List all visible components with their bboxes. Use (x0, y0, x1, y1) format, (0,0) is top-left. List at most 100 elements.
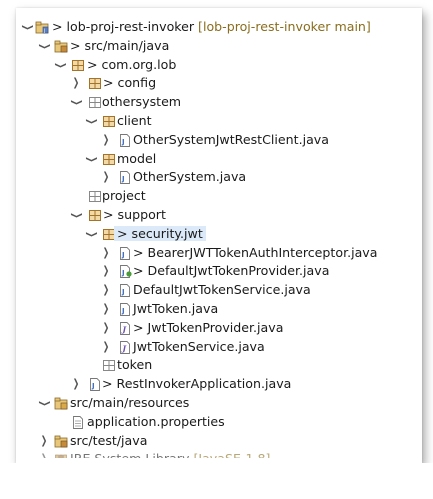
expand-arrow-icon[interactable]: ❯ (40, 433, 48, 447)
collapse-arrow-icon[interactable]: ❯ (85, 118, 99, 125)
tree-item-label: > BearerJWTTokenAuthInterceptor.java (133, 244, 377, 263)
tree-item-security-jwt[interactable]: ❯ > security.jwt (16, 225, 422, 244)
package-empty-icon (88, 190, 102, 203)
project-tree: ❯ J > lob-proj-rest-invoker [lob-proj-re… (16, 18, 422, 459)
tree-item-client[interactable]: ❯ client (16, 112, 422, 131)
tree-item-text: JRE System Library (70, 451, 189, 458)
tree-item-text: model (117, 150, 157, 166)
expand-arrow-icon[interactable]: ❯ (102, 132, 110, 146)
collapse-arrow-icon[interactable]: ❯ (70, 212, 84, 219)
java-file-icon: J (88, 378, 102, 392)
page-background (0, 463, 433, 499)
java-file-modified-icon: J (118, 265, 132, 279)
collapse-arrow-icon[interactable]: ❯ (70, 99, 84, 106)
svg-text:J: J (121, 325, 127, 334)
expand-arrow-icon[interactable]: ❯ (102, 320, 110, 334)
tree-item-text: project (102, 188, 146, 204)
java-file-icon: J (118, 284, 132, 298)
tree-item-label: othersystem (102, 93, 181, 112)
tree-item-label: > com.org.lob (87, 56, 176, 75)
expand-arrow-icon[interactable]: ❯ (102, 245, 110, 259)
collapse-arrow-icon[interactable]: ❯ (85, 230, 99, 238)
tree-item-text: > security.jwt (114, 225, 206, 241)
tree-item-model[interactable]: ❯ model (16, 150, 422, 169)
package-icon (88, 209, 102, 222)
expand-arrow-icon[interactable]: ❯ (102, 283, 110, 297)
tree-item-text: application.properties (87, 413, 225, 429)
tree-item-text: DefaultJwtTokenService.java (133, 282, 311, 298)
svg-text:J: J (121, 307, 125, 315)
tree-item-text: token (117, 357, 153, 373)
expand-arrow-icon[interactable]: ❯ (40, 450, 48, 458)
tree-item-label: > DefaultJwtTokenProvider.java (133, 262, 329, 281)
tree-item-decoration: [JavaSE-1.8] (189, 451, 270, 458)
tree-item-defaultjwttokenprovider-java[interactable]: ❯ J > DefaultJwtTokenProvider.java (16, 262, 422, 281)
tree-item-text: src/main/resources (70, 394, 190, 410)
tree-item-src-main-java[interactable]: ❯ > src/main/java (16, 37, 422, 56)
tree-item-jre-system-library[interactable]: ❯ JRE System Library [JavaSE-1.8] (16, 450, 422, 459)
tree-item-label: DefaultJwtTokenService.java (133, 281, 311, 300)
tree-item-label: project (102, 187, 146, 206)
tree-item-restinvokerapplication-java[interactable]: ❯ J > RestInvokerApplication.java (16, 375, 422, 394)
tree-item-label: > security.jwt (114, 225, 206, 244)
tree-item-project[interactable]: project (16, 187, 422, 206)
tree-item-src-test-java[interactable]: ❯ src/test/java (16, 432, 422, 451)
tree-item-token[interactable]: token (16, 356, 422, 375)
svg-text:J: J (121, 288, 125, 296)
expand-arrow-icon[interactable]: ❯ (102, 264, 110, 278)
tree-item-label: OtherSystem.java (133, 168, 246, 187)
collapse-arrow-icon[interactable]: ❯ (54, 61, 68, 69)
tree-item-jwttoken-java[interactable]: ❯ J JwtToken.java (16, 300, 422, 319)
collapse-arrow-icon[interactable]: ❯ (38, 400, 52, 407)
expand-arrow-icon[interactable]: ❯ (72, 377, 80, 391)
tree-item-jwttokenprovider-java[interactable]: ❯ J > JwtTokenProvider.java (16, 319, 422, 338)
tree-item-label: > support (103, 206, 166, 225)
tree-item-label: > config (103, 74, 156, 93)
properties-file-icon (71, 415, 85, 429)
tree-item-othersystem[interactable]: ❯ othersystem (16, 93, 422, 112)
java-file-icon: J (118, 303, 132, 316)
tree-item-label: src/main/resources (70, 394, 189, 413)
tree-item-othersystemjwtrestclient-java[interactable]: ❯ J OtherSystemJwtRestClient.java (16, 131, 422, 150)
tree-item-defaultjwttokenservice-java[interactable]: ❯ J DefaultJwtTokenService.java (16, 281, 422, 300)
tree-item-label: JRE System Library [JavaSE-1.8] (70, 450, 270, 458)
tree-item-text: > com.org.lob (87, 56, 177, 72)
tree-item-label: application.properties (87, 413, 225, 432)
svg-text:J: J (121, 138, 125, 146)
expand-arrow-icon[interactable]: ❯ (102, 170, 110, 184)
tree-item-com-org-lob[interactable]: ❯ > com.org.lob (16, 56, 422, 75)
tree-item-lob-proj-rest-invoker[interactable]: ❯ J > lob-proj-rest-invoker [lob-proj-re… (16, 18, 422, 37)
tree-item-label: OtherSystemJwtRestClient.java (133, 131, 329, 150)
tree-item-othersystem-java[interactable]: ❯ J OtherSystem.java (16, 168, 422, 187)
tree-item-label: > JwtTokenProvider.java (133, 319, 283, 338)
package-explorer: ❯ J > lob-proj-rest-invoker [lob-proj-re… (16, 8, 422, 463)
tree-item-text: > config (103, 75, 157, 91)
expand-arrow-icon[interactable]: ❯ (102, 339, 110, 353)
collapse-arrow-icon[interactable]: ❯ (21, 24, 35, 31)
collapse-arrow-icon[interactable]: ❯ (38, 42, 52, 50)
tree-item-support[interactable]: ❯ > support (16, 206, 422, 225)
package-icon (88, 77, 102, 90)
tree-item-bearerjwttokenauthinterceptor-java[interactable]: ❯ J > BearerJWTTokenAuthInterceptor.java (16, 244, 422, 263)
collapse-arrow-icon[interactable]: ❯ (85, 155, 99, 163)
tree-item-label: JwtTokenService.java (133, 338, 265, 357)
tree-item-config[interactable]: ❯ > config (16, 74, 422, 93)
svg-text:J: J (121, 251, 125, 259)
java-interface-icon: J (118, 340, 132, 354)
package-empty-icon (102, 359, 116, 372)
tree-item-application-properties[interactable]: application.properties (16, 413, 422, 432)
tree-item-label: JwtToken.java (133, 300, 218, 319)
tree-item-text: src/test/java (70, 432, 148, 448)
tree-item-text: > src/main/java (70, 37, 170, 53)
source-folder-icon (54, 435, 68, 448)
tree-item-text: JwtToken.java (133, 300, 219, 316)
tree-item-label: model (117, 150, 156, 169)
tree-item-jwttokenservice-java[interactable]: ❯ J JwtTokenService.java (16, 338, 422, 357)
tree-item-src-main-resources[interactable]: ❯ src/main/resources (16, 394, 422, 413)
tree-item-text: > lob-proj-rest-invoker (52, 19, 195, 34)
tree-item-text: OtherSystem.java (133, 169, 247, 185)
expand-arrow-icon[interactable]: ❯ (102, 301, 110, 315)
tree-item-text: > RestInvokerApplication.java (102, 376, 292, 392)
tree-item-text: > DefaultJwtTokenProvider.java (133, 263, 330, 279)
expand-arrow-icon[interactable]: ❯ (72, 76, 80, 90)
